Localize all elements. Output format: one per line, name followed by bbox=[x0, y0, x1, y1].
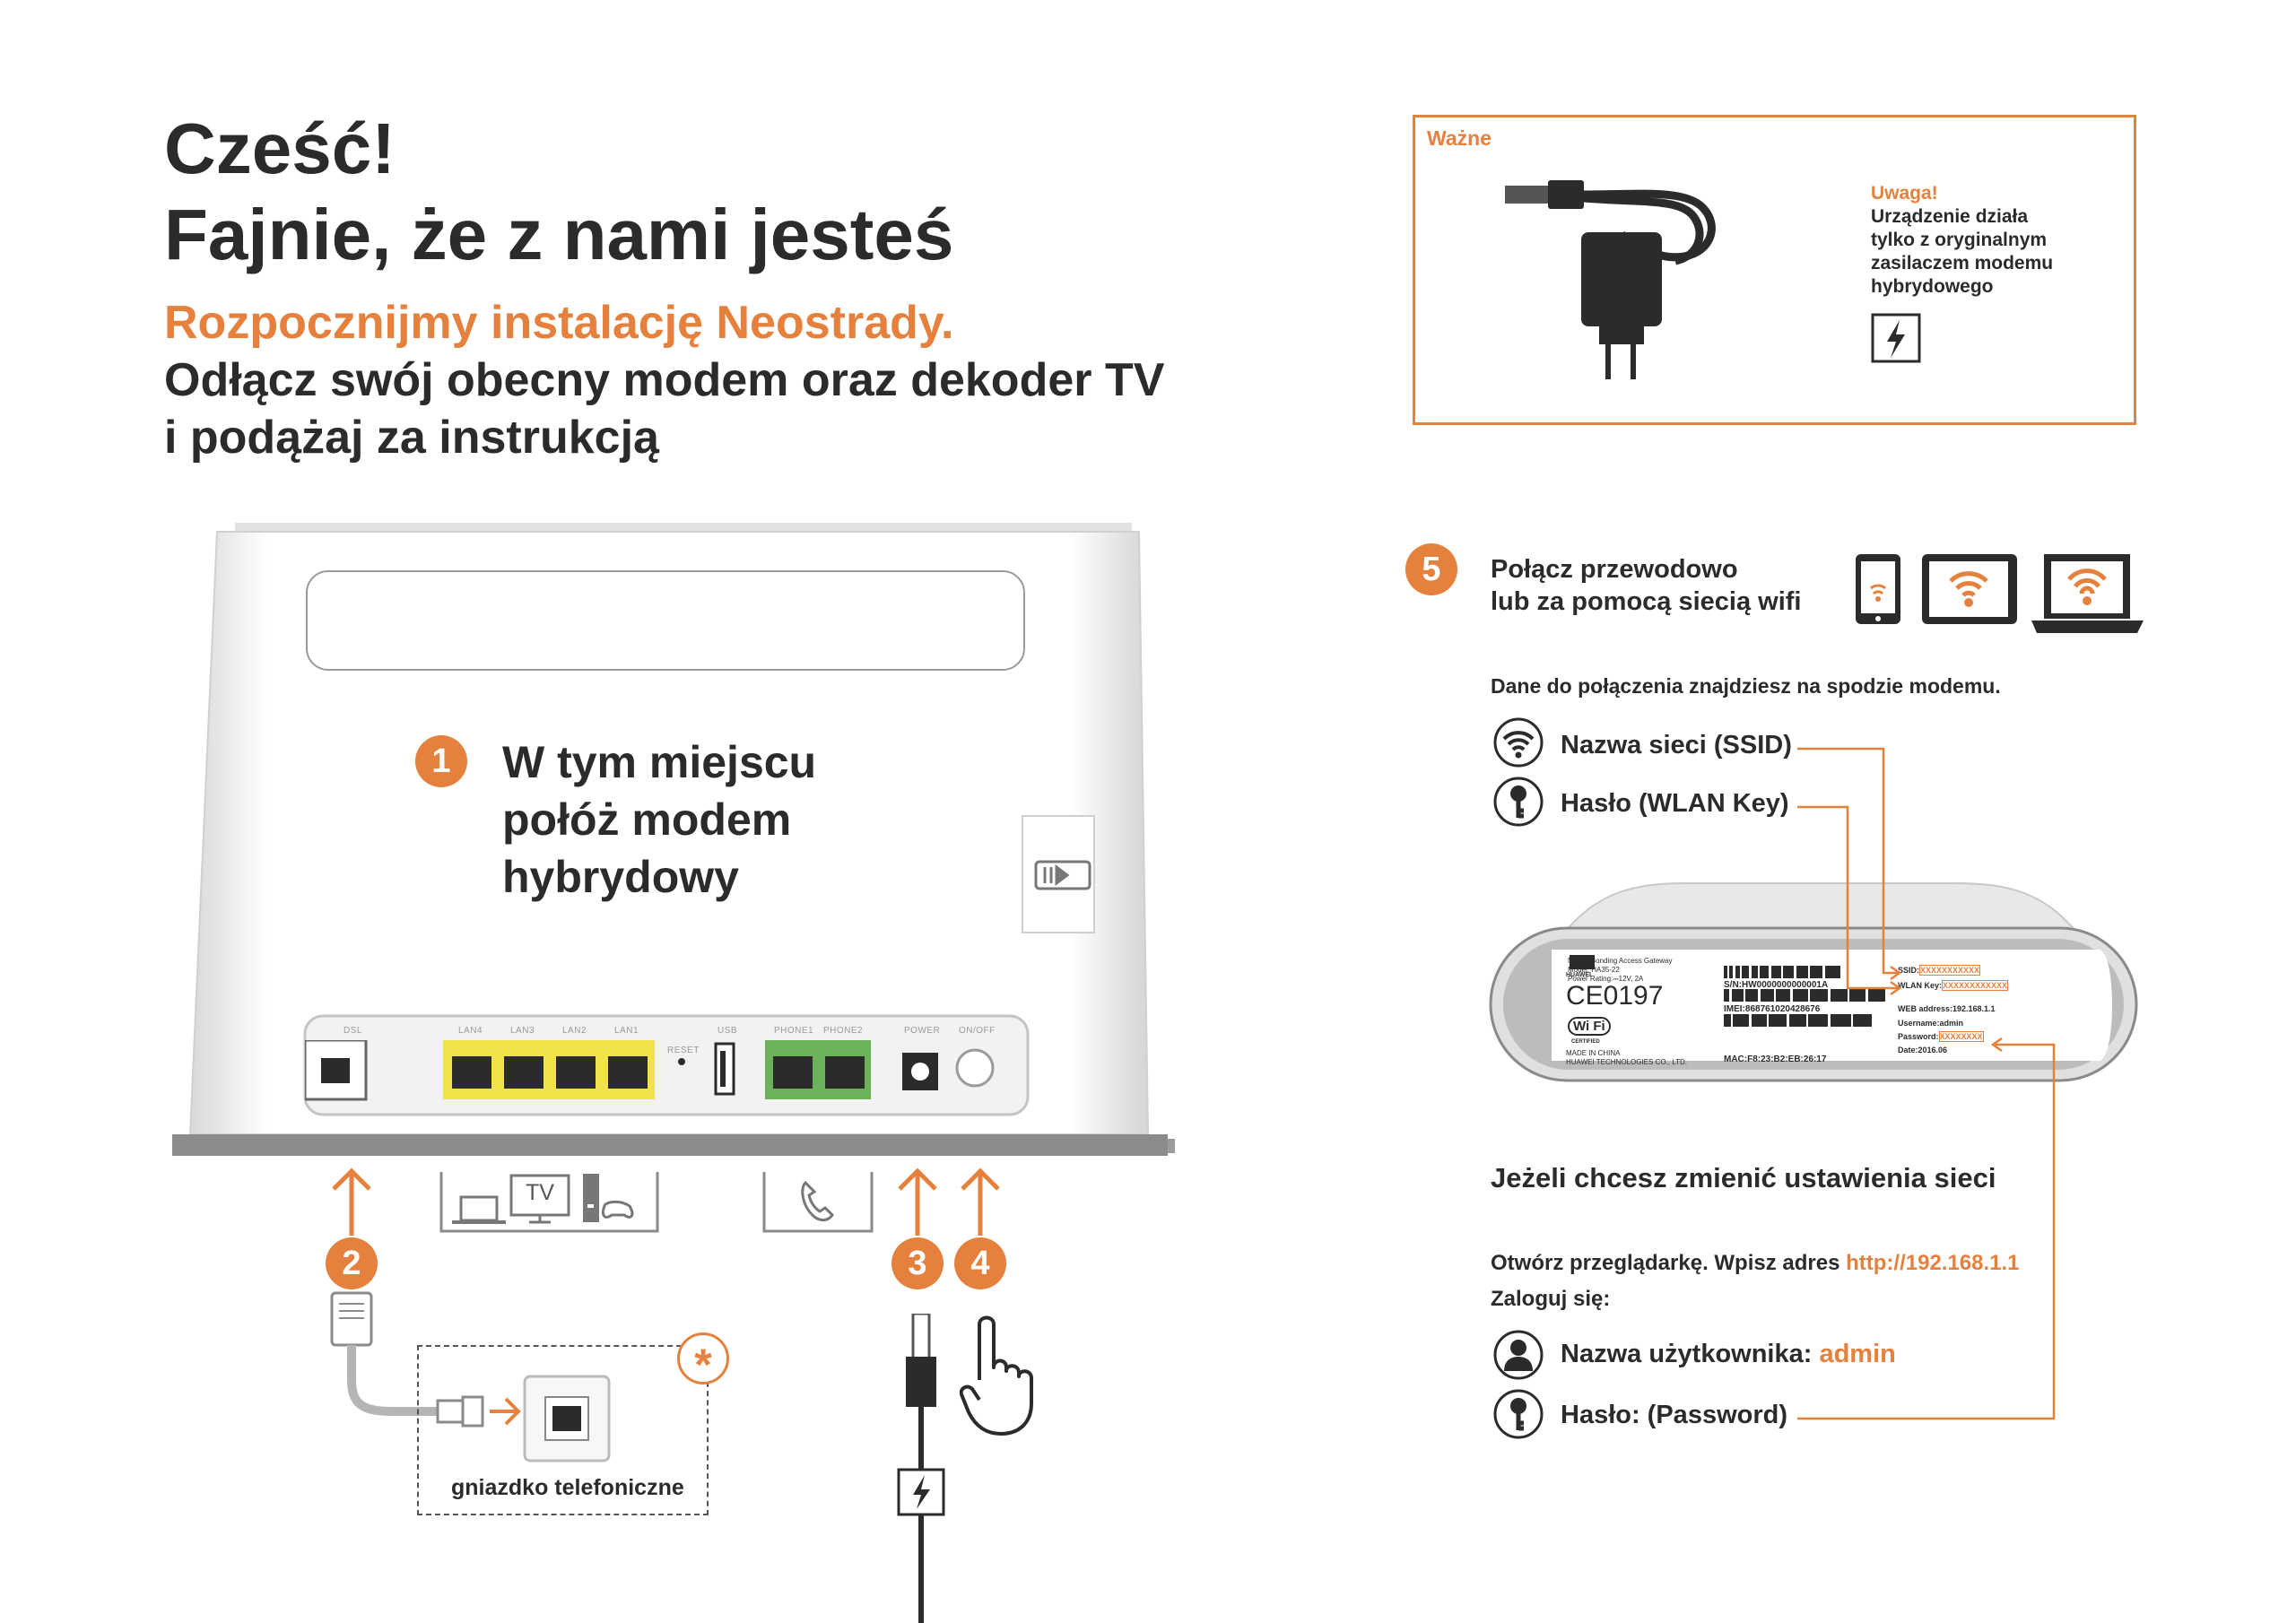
sticker-name: Name: Bonding Access Gateway bbox=[1568, 957, 1673, 965]
subtitle-line-1: Odłącz swój obecny modem oraz dekoder TV bbox=[164, 354, 1165, 406]
sticker-date: Date:2016.06 bbox=[1898, 1046, 1948, 1055]
step-5-badge: 5 bbox=[1405, 543, 1457, 595]
sticker-mac: MAC:F8:23:B2:EB:26:17 bbox=[1724, 1055, 1827, 1064]
sticker-ssid-value: XXXXXXXXXXX bbox=[1919, 965, 1981, 976]
wifi-icon bbox=[1493, 717, 1544, 768]
password-label: Hasło: (Password) bbox=[1561, 1401, 1787, 1429]
sticker-imei: IMEI:868761020428676 bbox=[1724, 1004, 1821, 1014]
warning-line-2: tylko z oryginalnym bbox=[1871, 230, 2048, 250]
router-url-link[interactable]: http://192.168.1.1 bbox=[1846, 1251, 2020, 1275]
sticker-power: Power Rating:⎓12V, 2A bbox=[1568, 975, 1644, 983]
sticker-wifi: Wi Fi bbox=[1568, 1017, 1611, 1036]
important-box: Ważne Uwaga! Urządzenie działa tylko z o… bbox=[1413, 115, 2136, 425]
port-label-usb: USB bbox=[718, 1026, 738, 1036]
wlan-key-label: Hasło (WLAN Key) bbox=[1561, 789, 1789, 818]
port-label-power: POWER bbox=[904, 1026, 941, 1036]
step-1-line-1: W tym miejscu bbox=[502, 737, 817, 787]
warning-line-1: Urządzenie działa bbox=[1871, 206, 2029, 227]
port-label-dsl: DSL bbox=[344, 1026, 362, 1036]
connection-info: Dane do połączenia znajdziesz na spodzie… bbox=[1491, 674, 2001, 698]
port-label-lan1: LAN1 bbox=[614, 1026, 639, 1036]
phone-socket-box bbox=[417, 1345, 709, 1515]
sticker-username: Username:admin bbox=[1898, 1019, 1964, 1028]
subtitle-orange: Rozpocznijmy instalację Neostrady. bbox=[164, 297, 954, 349]
warning-line-4: hybrydowego bbox=[1871, 276, 1994, 297]
sticker-right-text: SSID:XXXXXXXXXXX WLAN Key:XXXXXXXXXXXX W… bbox=[1898, 965, 2009, 1055]
port-label-lan4: LAN4 bbox=[458, 1026, 483, 1036]
step-5-line-2: lub za pomocą siecią wifi bbox=[1491, 587, 1802, 616]
tv-label: TV bbox=[526, 1180, 554, 1205]
sticker-made: MADE IN CHINA bbox=[1566, 1049, 1621, 1057]
subtitle-instructions: Odłącz swój obecny modem oraz dekoder TV… bbox=[164, 352, 1330, 466]
title-line-2: Fajnie, że z nami jesteś bbox=[164, 195, 954, 274]
power-adapter-icon bbox=[1505, 180, 1716, 379]
step-5-line-1: Połącz przewodowo bbox=[1491, 555, 1738, 584]
sticker-left-text: Name: Bonding Access Gateway Model: HA35… bbox=[1568, 957, 1673, 984]
arrows bbox=[332, 1167, 1000, 1236]
port-label-onoff: ON/OFF bbox=[959, 1026, 996, 1036]
phone-socket-icon bbox=[523, 1375, 611, 1462]
port-label-reset: RESET bbox=[667, 1046, 700, 1055]
sticker-ssid: SSID:XXXXXXXXXXX bbox=[1898, 965, 1981, 976]
step-5-text: Połącz przewodowo lub za pomocą siecią w… bbox=[1491, 553, 1802, 618]
page-title: Cześć! Fajnie, że z nami jesteś bbox=[164, 106, 953, 278]
port-label-phone1: PHONE1 bbox=[774, 1026, 814, 1036]
sticker-wlan-key-value: XXXXXXXXXXXX bbox=[1942, 980, 2009, 991]
modem-bottom-illustration bbox=[1489, 882, 2138, 1082]
key-icon bbox=[1493, 777, 1544, 827]
password-key-icon bbox=[1493, 1389, 1544, 1439]
hand-press-icon bbox=[960, 1315, 1033, 1436]
step-2-badge: 2 bbox=[326, 1237, 378, 1289]
user-icon bbox=[1493, 1330, 1544, 1380]
sticker-certified: CERTIFIED bbox=[1571, 1039, 1600, 1045]
warning-line-3: zasilaczem modemu bbox=[1871, 253, 2054, 273]
username-row: Nazwa użytkownika: admin bbox=[1561, 1340, 1896, 1369]
sticker-company: MADE IN CHINA HUAWEI TECHNOLOGIES CO., L… bbox=[1566, 1049, 1687, 1067]
step-1-line-2: połóż modem bbox=[502, 794, 792, 845]
sticker-password: Password:XXXXXXXX bbox=[1898, 1031, 1984, 1042]
step-1-line-3: hybrydowy bbox=[502, 852, 739, 902]
port-label-lan2: LAN2 bbox=[562, 1026, 587, 1036]
callout-lines bbox=[1797, 747, 2056, 1420]
warning-title: Uwaga! bbox=[1871, 183, 1938, 204]
asterisk-badge: * bbox=[677, 1332, 729, 1390]
socket-label: gniazdko telefoniczne bbox=[451, 1475, 684, 1500]
sticker-ce: CE0197 bbox=[1566, 981, 1664, 1011]
sticker-company-name: HUAWEI TECHNOLOGIES CO., LTD. bbox=[1566, 1058, 1687, 1066]
ssid-label: Nazwa sieci (SSID) bbox=[1561, 731, 1792, 759]
lan-devices-icon bbox=[439, 1172, 659, 1233]
sticker-password-value: XXXXXXXX bbox=[1938, 1031, 1984, 1042]
username-value: admin bbox=[1819, 1340, 1896, 1368]
step-1-badge: 1 bbox=[415, 735, 467, 787]
settings-heading: Jeżeli chcesz zmienić ustawienia sieci bbox=[1491, 1162, 1996, 1193]
port-label-lan3: LAN3 bbox=[510, 1026, 535, 1036]
dsl-cable-icon bbox=[330, 1291, 521, 1428]
username-label: Nazwa użytkownika: bbox=[1561, 1340, 1820, 1368]
open-browser-text: Otwórz przeglądarkę. Wpisz adres http://… bbox=[1491, 1251, 2020, 1276]
lightning-icon bbox=[1871, 313, 1921, 363]
sticker-brand: HUAWEI bbox=[1566, 972, 1591, 978]
phone-device-icon bbox=[762, 1172, 874, 1233]
power-cable-icon bbox=[897, 1314, 945, 1623]
login-label: Zaloguj się: bbox=[1491, 1287, 1611, 1311]
sticker-web-address: WEB address:192.168.1.1 bbox=[1898, 1004, 1996, 1013]
title-line-1: Cześć! bbox=[164, 108, 396, 188]
port-label-phone2: PHONE2 bbox=[823, 1026, 864, 1036]
modem-ports bbox=[305, 1040, 995, 1101]
sticker-model: Model: HA35-22 bbox=[1568, 966, 1620, 974]
wifi-devices-icon bbox=[1856, 554, 2144, 633]
sticker-wlan-key: WLAN Key:XXXXXXXXXXXX bbox=[1898, 980, 2009, 991]
step-3-badge: 3 bbox=[891, 1237, 944, 1289]
sticker-sn: S/N:HW0000000000001A bbox=[1724, 980, 1829, 990]
important-heading: Ważne bbox=[1427, 126, 1492, 150]
subtitle-line-2: i podążaj za instrukcją bbox=[164, 412, 659, 464]
step-1-text: W tym miejscu połóż modem hybrydowy bbox=[502, 733, 816, 906]
open-browser-label: Otwórz przeglądarkę. Wpisz adres bbox=[1491, 1251, 1847, 1275]
warning-text: Uwaga! Urządzenie działa tylko z orygina… bbox=[1871, 182, 2053, 299]
step-4-badge: 4 bbox=[954, 1237, 1006, 1289]
